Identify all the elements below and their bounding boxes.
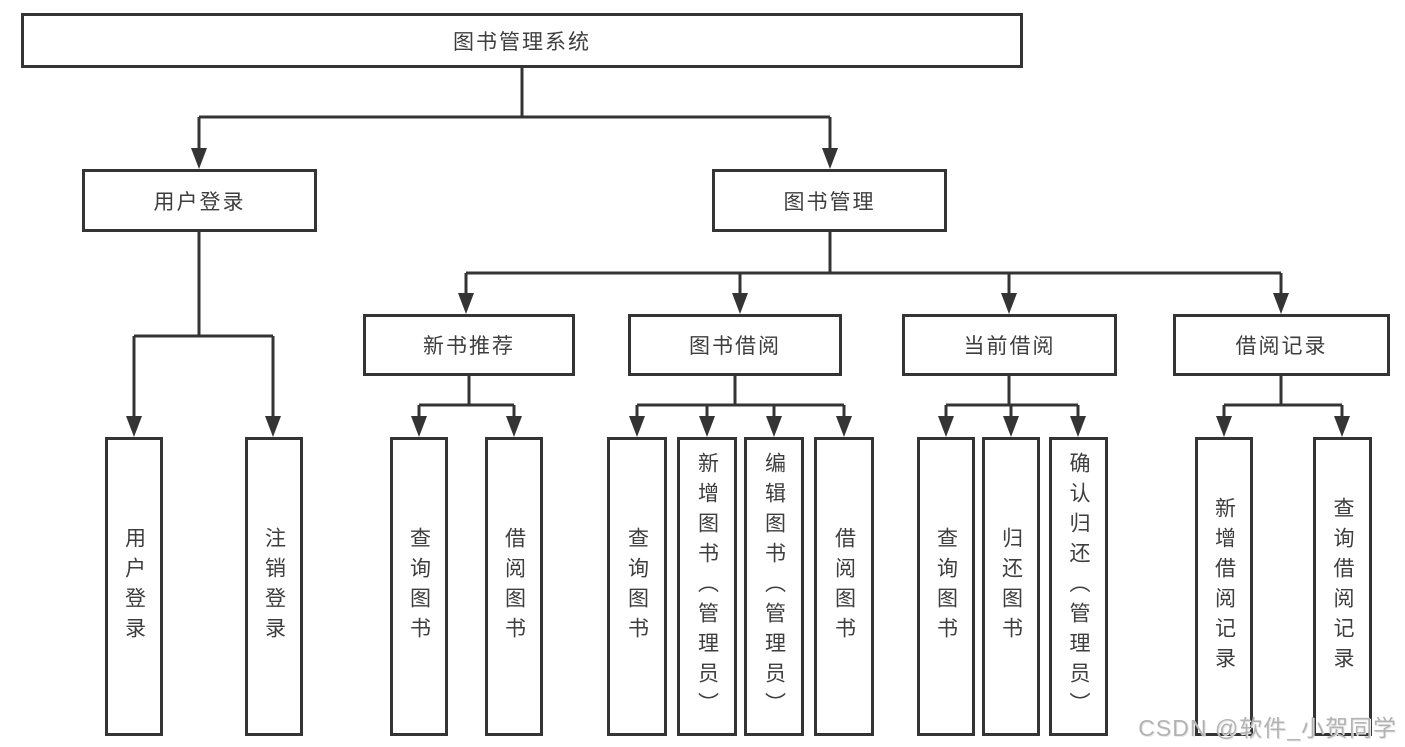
leaf-label: 新增借阅记录 [1212,496,1236,677]
leaf-label: 查询图书 [934,526,958,647]
node-leaf-borrow-books-recommend: 借阅图书 [485,437,543,736]
node-leaf-query-books-recommend: 查询图书 [390,437,448,736]
node-library-system: 图书管理系统 [21,13,1023,68]
node-leaf-query-books-current: 查询图书 [917,437,975,736]
node-book-borrowing: 图书借阅 [628,314,842,376]
leaf-label: 借阅图书 [832,526,856,647]
leaf-label: 注销登录 [262,526,286,647]
node-book-management: 图书管理 [712,169,947,232]
leaf-label: 编辑图书（管理员） [762,451,786,722]
node-leaf-user-login: 用户登录 [105,437,163,736]
node-leaf-query-books-borrowing: 查询图书 [607,437,667,736]
node-leaf-return-books: 归还图书 [982,437,1040,736]
leaf-label: 新增图书（管理员） [695,451,719,722]
node-leaf-add-books-admin: 新增图书（管理员） [677,437,737,736]
node-leaf-borrow-books-borrowing: 借阅图书 [814,437,874,736]
watermark-text: CSDN @软件_小贺同学 [1138,715,1397,741]
leaf-label: 归还图书 [999,526,1023,647]
node-borrowing-records: 借阅记录 [1173,314,1390,376]
leaf-label: 查询图书 [407,526,431,647]
node-leaf-confirm-return-admin: 确认归还（管理员） [1049,437,1108,736]
node-current-borrowing: 当前借阅 [902,314,1117,376]
node-leaf-query-borrow-record: 查询借阅记录 [1313,437,1372,736]
node-leaf-edit-books-admin: 编辑图书（管理员） [744,437,804,736]
leaf-label: 查询图书 [625,526,649,647]
leaf-label: 用户登录 [122,526,146,647]
node-leaf-logout: 注销登录 [245,437,303,736]
leaf-label: 查询借阅记录 [1331,496,1354,677]
leaf-label: 借阅图书 [502,526,526,647]
node-leaf-add-borrow-record: 新增借阅记录 [1195,437,1253,736]
leaf-label: 确认归还（管理员） [1067,451,1090,722]
node-user-login-group: 用户登录 [82,169,317,232]
node-new-book-recommend: 新书推荐 [363,314,575,376]
